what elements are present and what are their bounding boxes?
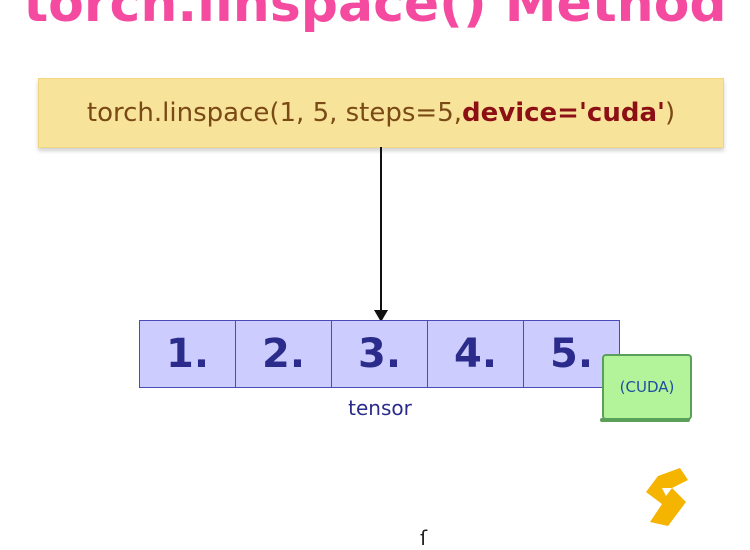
code-prefix: torch.linspace(1, 5, steps=5, — [86, 98, 463, 128]
arrow-head-icon — [374, 310, 388, 322]
device-label: (CUDA) — [619, 378, 675, 396]
monitor-stand — [600, 418, 690, 422]
bottom-text-fragment: ſ — [420, 526, 428, 550]
code-box: torch.linspace(1, 5, steps=5, device='cu… — [38, 78, 724, 148]
device-argument: device='cuda' — [462, 98, 665, 128]
tensor-cell: 1. — [140, 321, 236, 387]
logo-icon — [646, 468, 688, 526]
code-suffix: ) — [664, 98, 676, 128]
tensor-cell: 4. — [428, 321, 524, 387]
tensor-cell: 3. — [332, 321, 428, 387]
arrow — [374, 147, 388, 322]
monitor-icon: (CUDA) — [602, 354, 692, 420]
page-title: torch.linspace() Method — [23, 0, 727, 34]
tensor-array: 1. 2. 3. 4. 5. — [139, 320, 620, 388]
tensor-label: tensor — [348, 396, 412, 420]
tensor-cell: 2. — [236, 321, 332, 387]
